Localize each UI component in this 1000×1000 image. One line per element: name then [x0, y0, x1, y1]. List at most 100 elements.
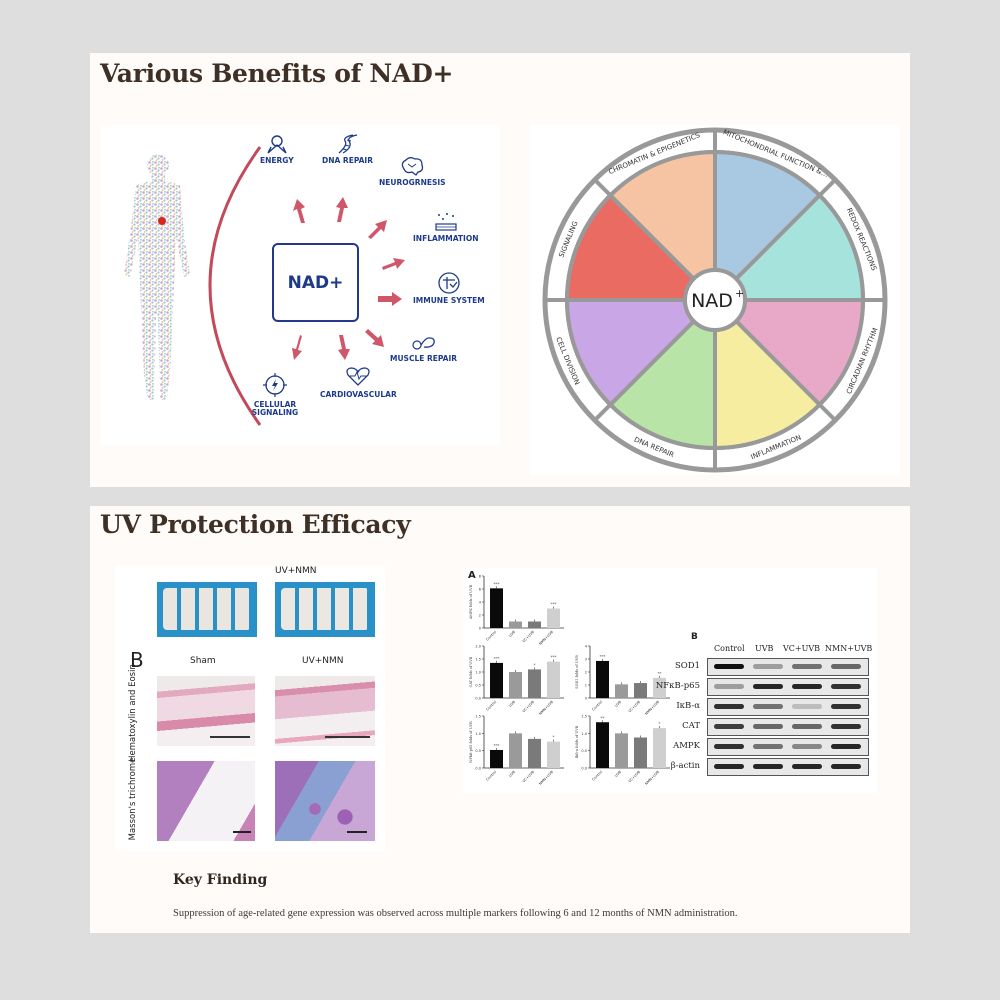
- y-tick-label: 6: [479, 588, 481, 592]
- wb-row-label: SOD1: [674, 661, 700, 671]
- mice-photo-sham: [157, 582, 257, 637]
- bar: [547, 741, 560, 768]
- bar: [528, 738, 541, 768]
- x-tick-label: UVB: [614, 699, 622, 707]
- bar: [528, 669, 541, 698]
- wb-row-label: NFκB-p65: [655, 681, 700, 691]
- bar: [547, 661, 560, 698]
- wb-band: [831, 664, 861, 669]
- bar: [615, 733, 628, 768]
- y-tick-label: 1.0: [475, 732, 481, 736]
- immune-icon: [438, 272, 460, 294]
- wb-row: [707, 678, 869, 696]
- x-tick-label: NMN+UVB: [538, 699, 554, 715]
- bar: [490, 588, 503, 628]
- column-sham: Sham: [190, 656, 216, 666]
- y-tick-label: 1.5: [475, 658, 481, 662]
- wb-row: [707, 758, 869, 776]
- wb-row-label: β-actin: [670, 761, 700, 771]
- wb-row: [707, 658, 869, 676]
- bar: [653, 677, 666, 698]
- bar: [509, 672, 522, 698]
- arrows: [292, 197, 405, 360]
- wb-col-uvb: UVB: [755, 644, 774, 653]
- y-tick-label: 2.0: [475, 645, 481, 649]
- bar: [634, 683, 647, 698]
- dna-icon: [338, 134, 357, 154]
- significance-label: *: [659, 721, 661, 726]
- benefit-muscle-repair: MUSCLE REPAIR: [390, 333, 457, 363]
- wb-col-vc-uvb: VC+UVB: [783, 644, 820, 653]
- significance-label: ***: [551, 602, 557, 607]
- y-tick-label: 0.5: [581, 749, 587, 753]
- he-sham-image: [157, 676, 255, 746]
- brain-icon: [402, 157, 424, 176]
- wb-band: [792, 744, 822, 749]
- key-finding-title: Key Finding: [173, 872, 268, 888]
- wb-row-label: AMPK: [673, 741, 700, 751]
- significance-label: ***: [551, 655, 557, 660]
- y-tick-label: 0.0: [475, 767, 481, 771]
- human-figure-illustration: [124, 146, 405, 426]
- bar: [653, 728, 666, 768]
- wb-band: [753, 664, 783, 669]
- y-tick-label: 3: [585, 658, 587, 662]
- wb-band: [753, 724, 783, 729]
- x-tick-label: VC+UVB: [628, 769, 642, 783]
- wb-band: [831, 764, 861, 769]
- uv-nmn-label: UV+NMN: [275, 566, 317, 576]
- benefit-neurogenesis: NEUROGRNESIS: [379, 155, 446, 187]
- nad-center-box: NAD+: [272, 243, 359, 322]
- significance-label: **: [658, 671, 662, 676]
- y-tick-label: 1.5: [475, 715, 481, 719]
- heart-icon: [346, 367, 370, 386]
- bar: [528, 621, 541, 628]
- wb-band: [714, 704, 744, 709]
- wb-band: [753, 704, 783, 709]
- wb-band: [792, 664, 822, 669]
- y-tick-label: 1.0: [475, 671, 481, 675]
- bar: [596, 722, 609, 768]
- y-tick-label: 0.5: [475, 749, 481, 753]
- y-axis-label: SOD1 folds of UVB: [575, 655, 579, 689]
- wb-row: [707, 718, 869, 736]
- nad-center-circle: [683, 268, 747, 332]
- x-tick-label: VC+UVB: [522, 699, 536, 713]
- wb-band: [831, 744, 861, 749]
- wb-band: [753, 744, 783, 749]
- y-tick-label: 1: [585, 684, 587, 688]
- masson-uvnmn-image: [275, 761, 375, 841]
- scale-bar: [325, 736, 370, 738]
- significance-label: ***: [494, 743, 500, 748]
- y-axis-label: AMPK folds of UVB: [469, 584, 473, 620]
- wb-band: [831, 724, 861, 729]
- bar: [509, 621, 522, 628]
- bar: [490, 662, 503, 698]
- y-axis-label: IkB-a folds of UVB: [575, 725, 579, 758]
- x-tick-label: UVB: [614, 769, 622, 777]
- panel-letter-a: A: [468, 570, 476, 581]
- y-tick-label: 1.0: [581, 732, 587, 736]
- y-tick-label: 1.5: [581, 715, 587, 719]
- y-tick-label: 8: [479, 575, 481, 579]
- bar: [509, 733, 522, 768]
- scale-bar: [210, 736, 250, 738]
- bar: [596, 660, 609, 698]
- benefit-immune-system: IMMUNE SYSTEM: [413, 271, 485, 305]
- x-tick-label: VC+UVB: [522, 629, 536, 643]
- wb-band: [714, 764, 744, 769]
- column-uv-nmn: UV+NMN: [302, 656, 344, 666]
- mice-photo-uv-nmn: [275, 582, 375, 637]
- y-axis-label: CAT folds of UVB: [469, 656, 473, 687]
- wb-band: [831, 684, 861, 689]
- x-tick-label: Control: [485, 770, 497, 782]
- section-title: UV Protection Efficacy: [100, 510, 411, 539]
- y-axis-label: NFkB-p65 folds of UVB: [469, 721, 473, 763]
- histology-figure: UV+NMN B Sham UV+NMN Hematoxylin and Eos…: [115, 566, 385, 851]
- section-title: Various Benefits of NAD+: [100, 59, 454, 88]
- y-tick-label: 2: [585, 671, 587, 675]
- x-tick-label: Control: [485, 630, 497, 642]
